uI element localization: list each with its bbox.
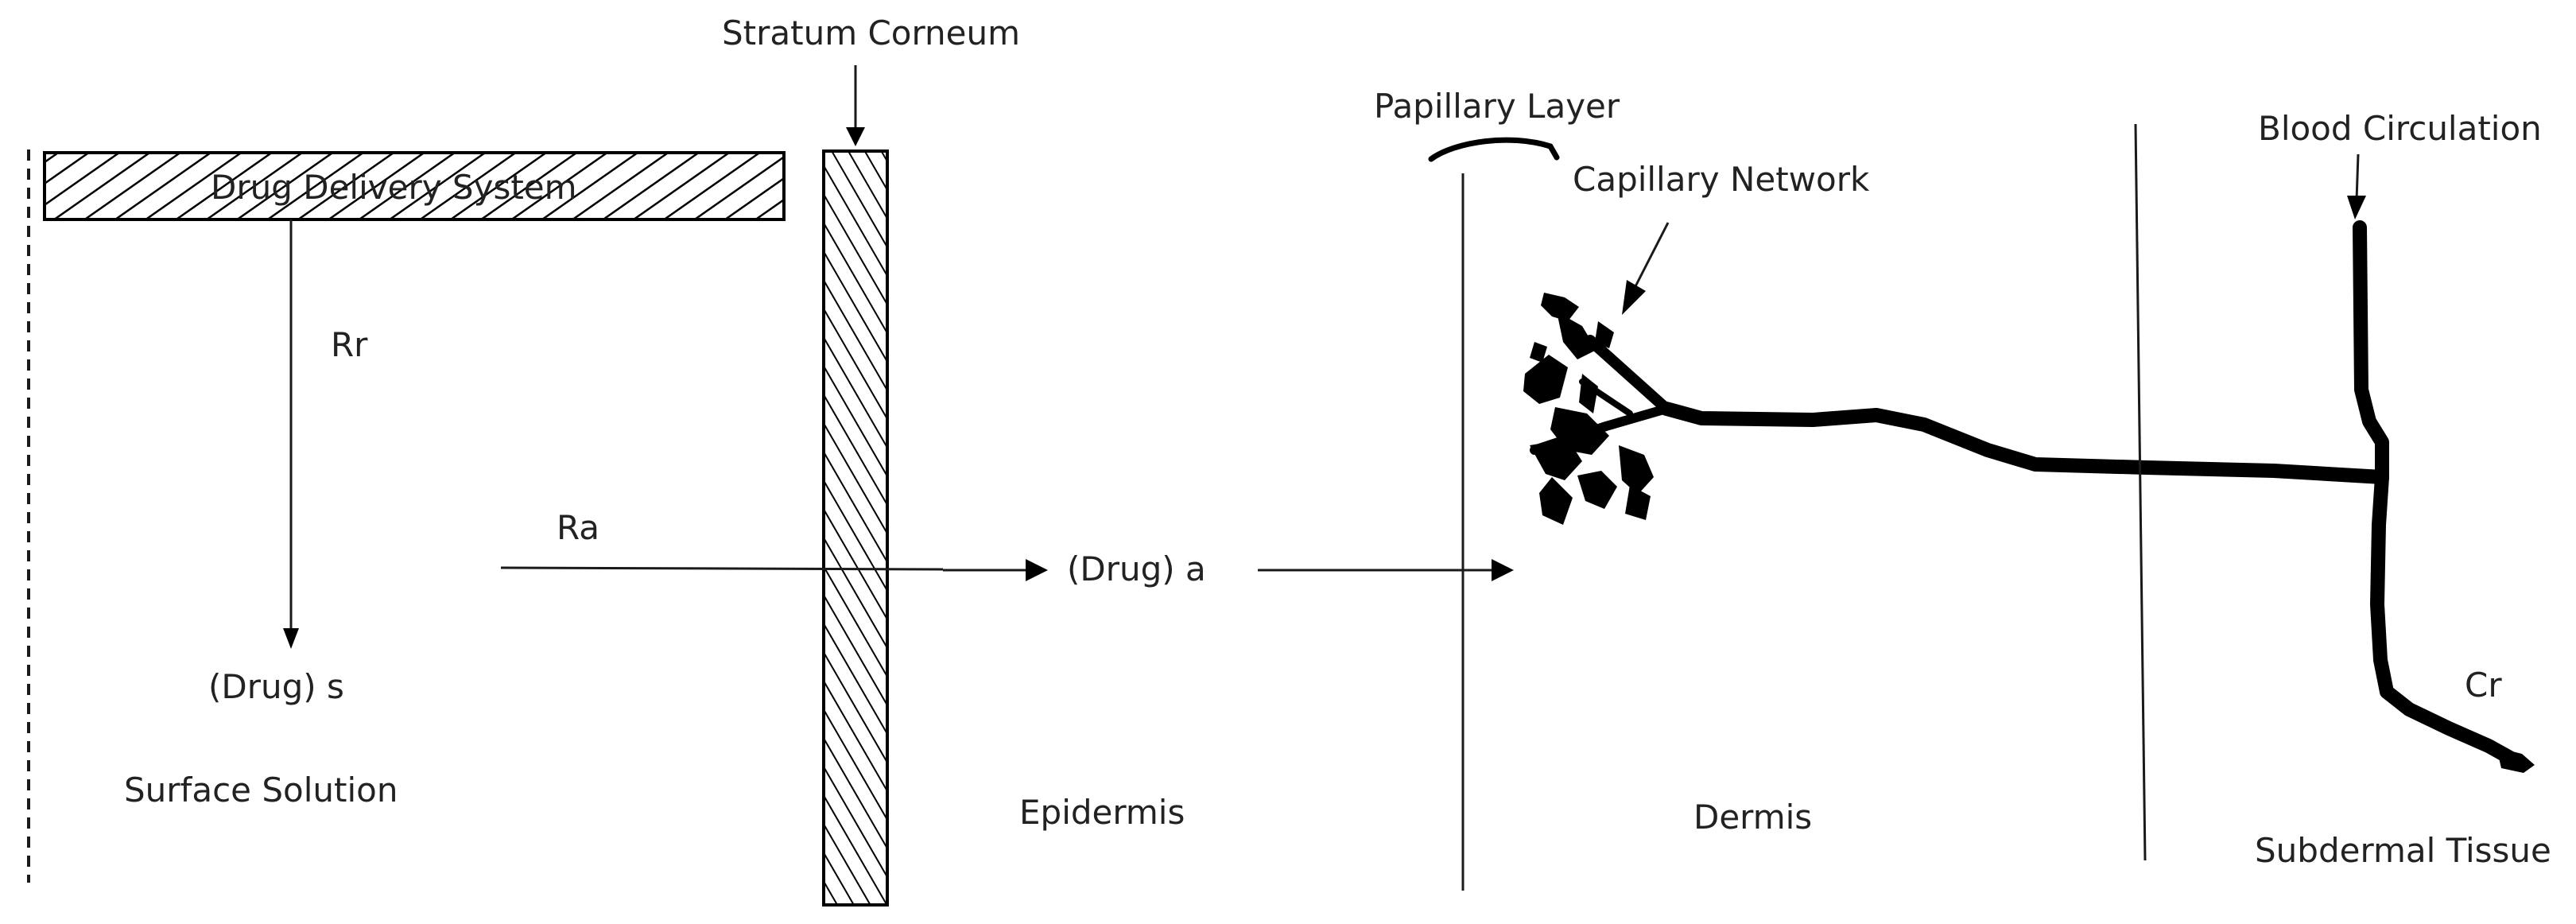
capillary-network-label: Capillary Network xyxy=(1573,160,1870,199)
capillary-branch-upper xyxy=(1585,335,1672,414)
epidermis-label: Epidermis xyxy=(1019,793,1185,832)
capillary-branch-lower xyxy=(1530,404,1671,455)
subdermal-tissue-label: Subdermal Tissue xyxy=(2255,831,2551,870)
cr-label: Cr xyxy=(2465,666,2502,705)
rr-label: Rr xyxy=(331,325,368,364)
stratum-corneum-arrowhead xyxy=(846,127,865,146)
main-blood-vessel xyxy=(1659,402,2389,484)
vessel-end-blob xyxy=(2496,747,2535,773)
drug-a-label: (Drug) a xyxy=(1067,549,1206,588)
capillary-network-arrowhead xyxy=(1622,280,1646,315)
blood-circulation-pointer-line xyxy=(2355,153,2360,201)
ra-arrowhead xyxy=(1026,559,1048,581)
blood-circulation-vessel xyxy=(2353,220,2524,769)
drug-delivery-system-bar xyxy=(43,151,786,221)
blood-circulation-arrowhead xyxy=(2347,196,2366,219)
ra-absorption-line-left xyxy=(500,566,944,571)
subdermal-boundary-line xyxy=(2134,123,2147,861)
capillary-branch-middle xyxy=(1579,379,1633,417)
drug-a-arrowhead xyxy=(1492,559,1514,581)
ra-label: Ra xyxy=(557,508,599,547)
surface-solution-label: Surface Solution xyxy=(124,771,398,809)
capillary-network-cluster xyxy=(1523,293,1654,525)
drug-delivery-system-label: Drug Delivery System xyxy=(211,168,577,207)
stratum-corneum-label: Stratum Corneum xyxy=(722,14,1020,52)
drug-s-label: (Drug) s xyxy=(208,667,344,706)
rr-arrowhead xyxy=(283,628,299,649)
blood-circulation-label: Blood Circulation xyxy=(2258,109,2542,148)
capillary-network-pointer-line xyxy=(1631,222,1670,292)
stratum-corneum-bar xyxy=(822,149,889,907)
papillary-layer-curve xyxy=(1428,137,1560,162)
papillary-layer-label: Papillary Layer xyxy=(1374,87,1620,126)
dermis-label: Dermis xyxy=(1693,798,1812,837)
